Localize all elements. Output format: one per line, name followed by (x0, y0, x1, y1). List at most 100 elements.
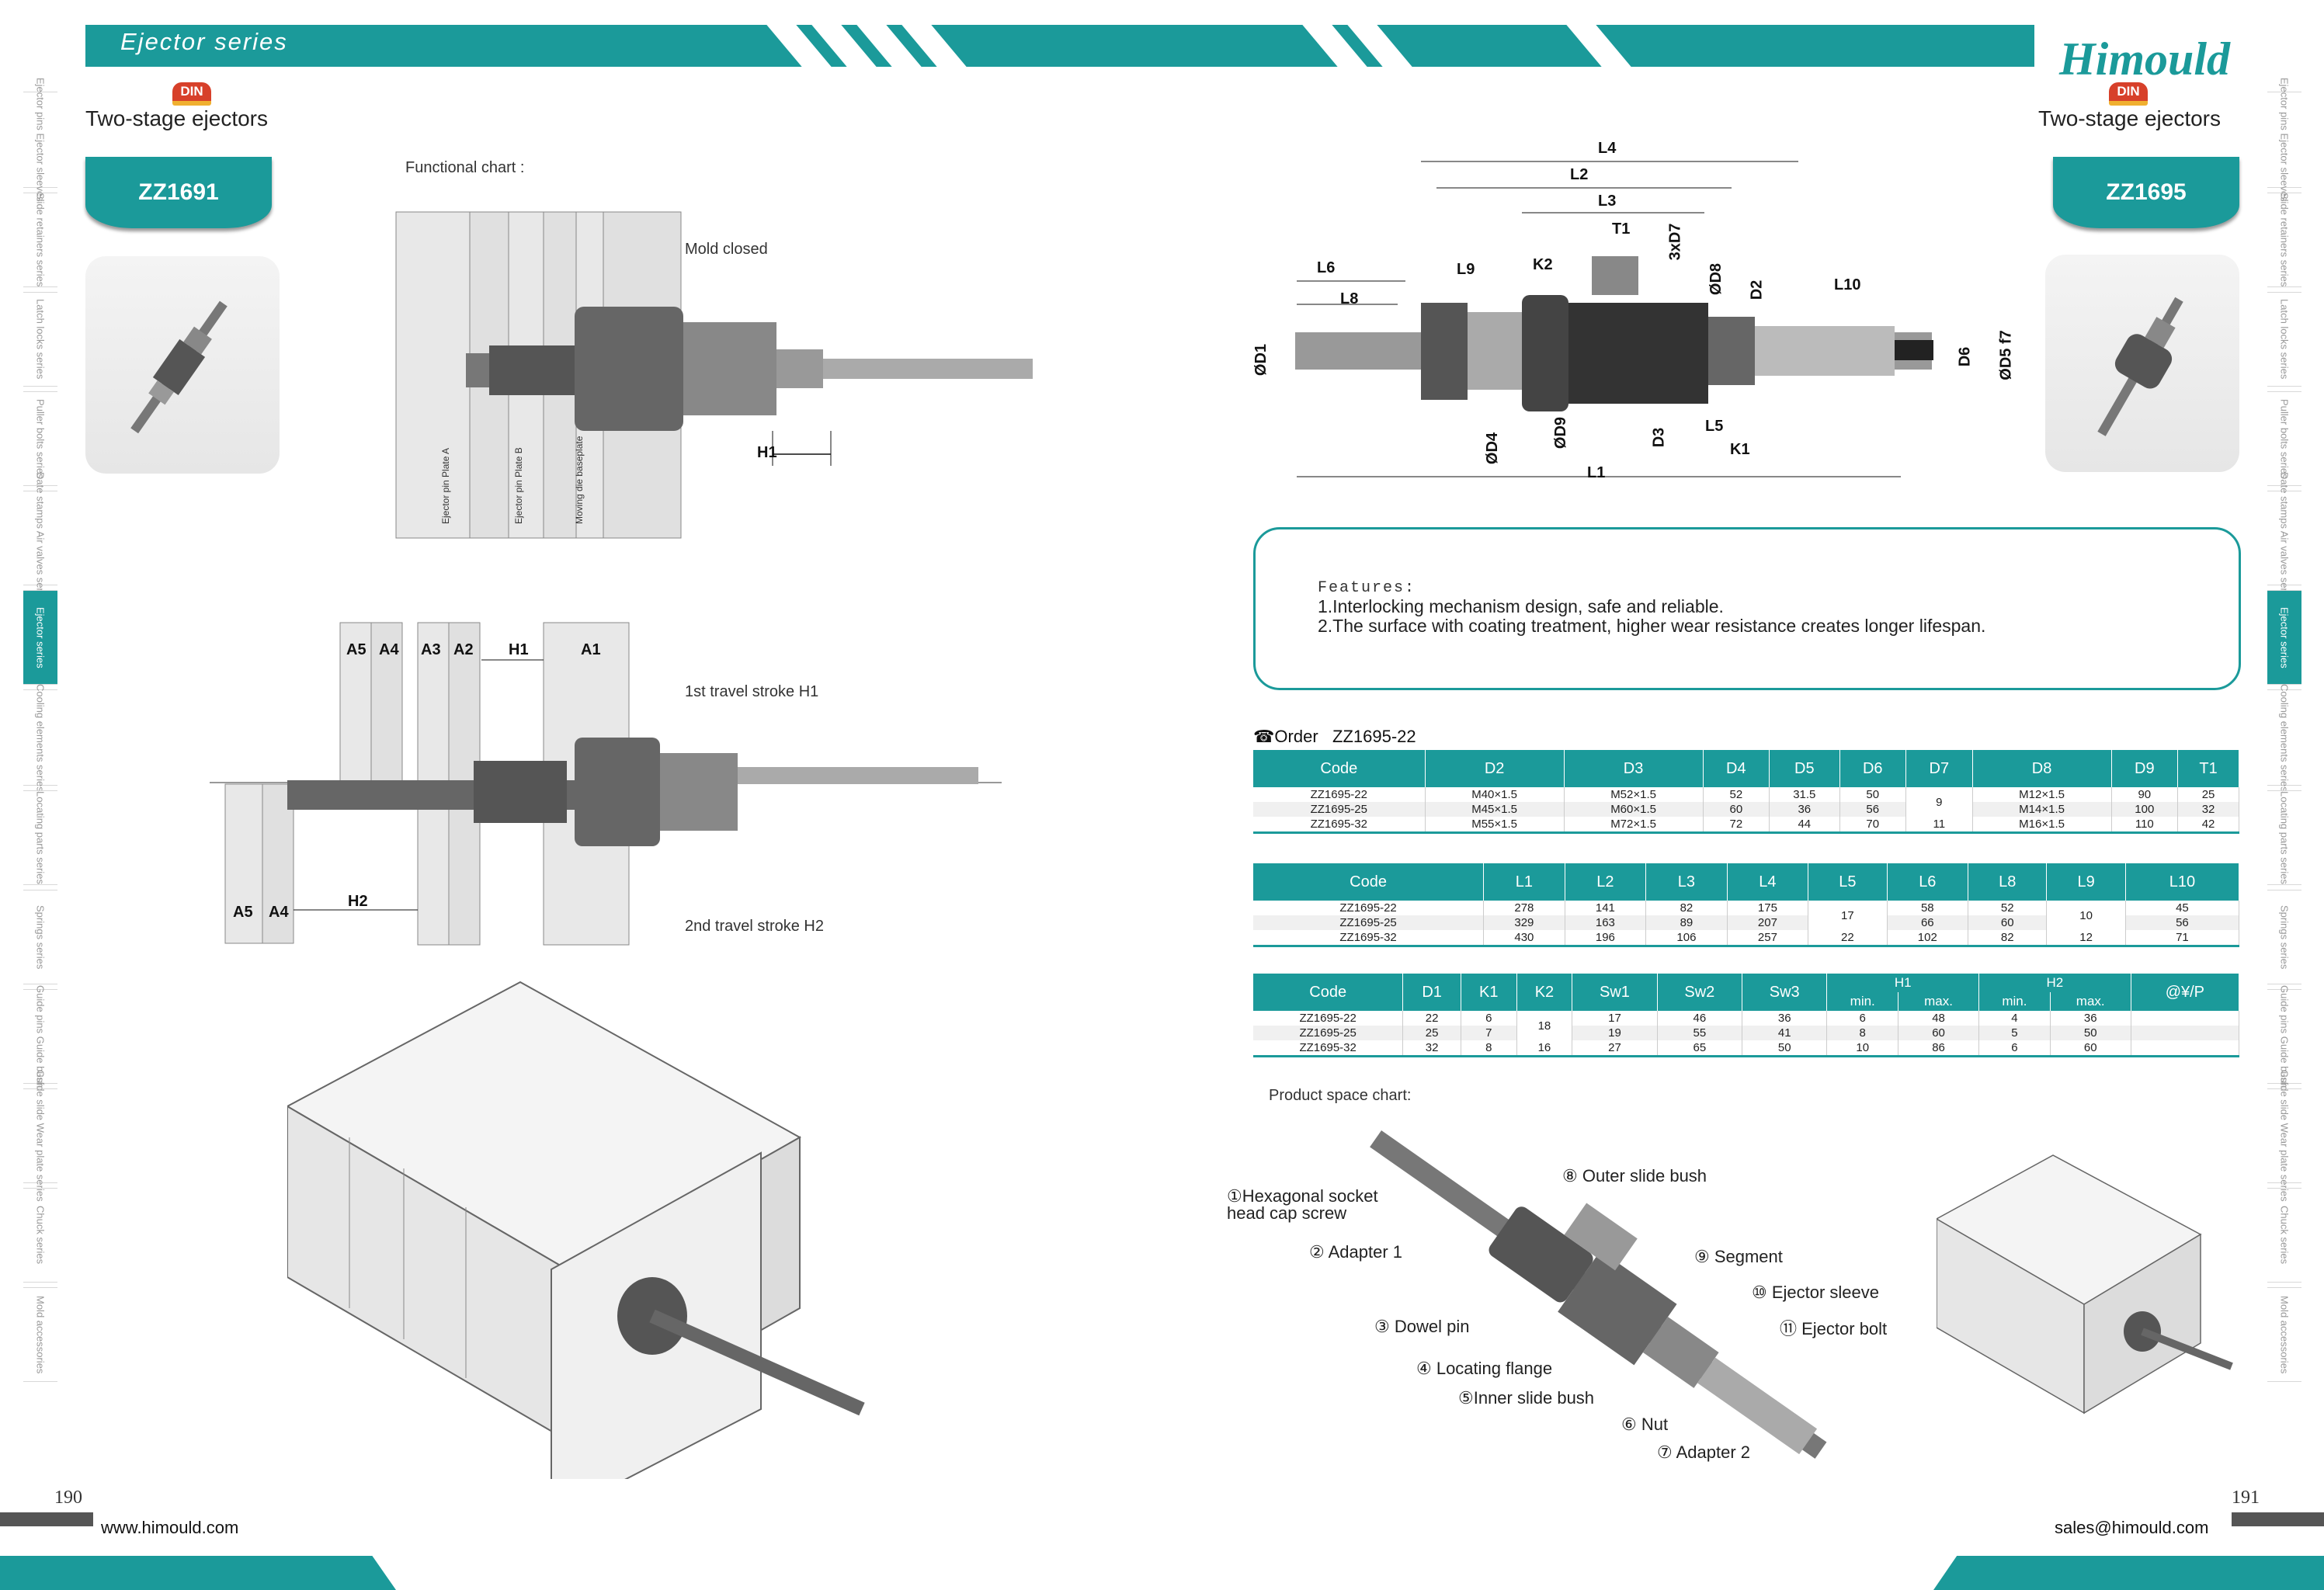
part-label: ⑧ Outer slide bush (1562, 1166, 1707, 1186)
product-code-tab[interactable]: ZZ1691 (85, 157, 272, 228)
dim-label: 3xD7 (1666, 223, 1684, 261)
email-link[interactable]: sales@himould.com (2055, 1518, 2209, 1537)
product-thumbnail (2045, 255, 2239, 472)
side-tab-label: Latch locks series (2278, 299, 2291, 380)
features-box: Features: 1.Interlocking mechanism desig… (1253, 527, 2241, 690)
side-tab[interactable]: Guide pins Guide bush (23, 985, 57, 1088)
col-header: L6 (1887, 863, 1969, 901)
col-header: Sw1 (1572, 974, 1658, 1011)
col-subheader: min. (1826, 992, 1899, 1011)
side-tab-label: Guide slide Wear plate series (2278, 1070, 2291, 1202)
col-header: Code (1253, 750, 1426, 787)
side-tab[interactable]: Mold accessories (2267, 1287, 2301, 1382)
dim-label: L2 (1570, 166, 1589, 183)
dim-label: T1 (1612, 220, 1631, 238)
part-label: ④ Locating flange (1416, 1359, 1553, 1378)
part-label: ⑨ Segment (1694, 1247, 1783, 1266)
side-tab-label: Springs series (2278, 904, 2291, 970)
dimension-drawing (1295, 161, 1933, 477)
feature-item: 1.Interlocking mechanism design, safe an… (1318, 596, 1724, 616)
spec-table-d: Code D2 D3 D4 D5 D6 D7 D8 D9 T1 ZZ1695-2… (1253, 750, 2239, 834)
side-tab-label: Date stamps Air valves series (2278, 471, 2291, 605)
spec-table-k: Code D1 K1 K2 Sw1 Sw2 Sw3 H1 H2 @¥/P min… (1253, 974, 2240, 1057)
order-code: ZZ1695-22 (1332, 727, 1416, 746)
side-tab[interactable]: Locating parts series (2267, 790, 2301, 885)
side-tab[interactable]: Cooling elements series (2267, 684, 2301, 791)
side-tab-label: Guide pins Guide bush (2278, 984, 2291, 1088)
side-tab[interactable]: Date stamps Air valves series (2267, 472, 2301, 604)
side-tab[interactable]: Slide retainers series (23, 193, 57, 287)
side-tab[interactable]: Springs series (2267, 890, 2301, 984)
side-tab-label: Puller bolts series (34, 398, 47, 479)
dim-label: ØD5 f7 (1997, 330, 2015, 380)
side-tab[interactable]: Cooling elements series (23, 684, 57, 791)
side-tab-label: Locating parts series (2278, 791, 2291, 884)
product-code-tab[interactable]: ZZ1695 (2053, 157, 2239, 228)
side-tab[interactable]: Latch locks series (23, 292, 57, 387)
col-header: L10 (2125, 863, 2240, 901)
a-label: A3 (421, 641, 441, 658)
a-label: A5 (233, 904, 253, 921)
side-tab[interactable]: Guide pins Guide bush (2267, 985, 2301, 1088)
product-title: Two-stage ejectors (85, 106, 268, 130)
side-tab[interactable]: Ejector pins Ejector sleeves (23, 78, 57, 202)
col-subheader: max. (1898, 992, 1980, 1011)
col-header: H1 (1826, 974, 1980, 992)
a-label: H2 (348, 893, 368, 910)
mold-closed-label: Mold closed (685, 241, 768, 258)
side-tab[interactable]: Locating parts series (23, 790, 57, 885)
part-label: ⑥ Nut (1621, 1415, 1669, 1434)
section-title: Ejector series (120, 28, 288, 55)
logo-bg (2037, 25, 2270, 67)
side-tab[interactable]: Guide slide Wear plate series (23, 1070, 57, 1202)
side-tab-label: Chuck series (34, 1206, 47, 1265)
side-tab-label: Guide pins Guide bush (34, 984, 47, 1088)
side-tab-label: Locating parts series (34, 791, 47, 884)
side-tab-label: Ejector pins Ejector sleeves (2278, 78, 2291, 202)
product-title: Two-stage ejectors (2038, 106, 2221, 130)
side-tab-label: Mold accessories (2278, 1295, 2291, 1374)
side-tab[interactable]: Guide slide Wear plate series (2267, 1070, 2301, 1202)
side-tab[interactable]: Slide retainers series (2267, 193, 2301, 287)
din-badge: DIN (2109, 82, 2148, 106)
side-tab[interactable]: Springs series (23, 890, 57, 984)
dim-label: L3 (1598, 193, 1617, 210)
a-label: H1 (509, 641, 529, 658)
side-tab[interactable]: Chuck series (23, 1188, 57, 1283)
col-header: Sw3 (1742, 974, 1828, 1011)
side-tab[interactable]: Puller bolts series (2267, 391, 2301, 486)
col-header: Code (1253, 974, 1404, 1011)
website-link[interactable]: www.himould.com (101, 1518, 239, 1537)
side-tab[interactable]: Chuck series (2267, 1188, 2301, 1283)
side-tab[interactable]: Ejector pins Ejector sleeves (2267, 78, 2301, 202)
dim-label: K2 (1533, 256, 1553, 273)
side-tab[interactable]: Date stamps Air valves series (23, 472, 57, 604)
part-label: ⑦ Adapter 2 (1657, 1442, 1751, 1462)
dim-label: L8 (1340, 290, 1359, 307)
side-tab-label: Guide slide Wear plate series (34, 1070, 47, 1202)
side-tab-label: Slide retainers series (34, 193, 47, 287)
part-label: ② Adapter 1 (1309, 1242, 1403, 1262)
dim-label: D6 (1956, 346, 1974, 367)
col-header: D3 (1564, 750, 1704, 787)
ejector-thumb-icon (2097, 297, 2183, 436)
col-header: D2 (1425, 750, 1565, 787)
side-tab[interactable]: Puller bolts series (23, 391, 57, 486)
stroke2-label: 2nd travel stroke H2 (685, 918, 824, 935)
part-label: ③ Dowel pin (1374, 1317, 1470, 1336)
mold-closed-diagram: Ejector pin Plate A Ejector pin Plate B … (395, 211, 1033, 539)
plate-label: Moving die baseplate (574, 436, 585, 524)
side-tab[interactable]: Ejector series (2267, 590, 2301, 685)
side-tab[interactable]: Latch locks series (2267, 292, 2301, 387)
dim-label: ØD9 (1552, 416, 1570, 450)
side-tab[interactable]: Mold accessories (23, 1287, 57, 1382)
ejector-thumb-icon (130, 300, 228, 434)
side-tab[interactable]: Ejector series (23, 590, 57, 685)
